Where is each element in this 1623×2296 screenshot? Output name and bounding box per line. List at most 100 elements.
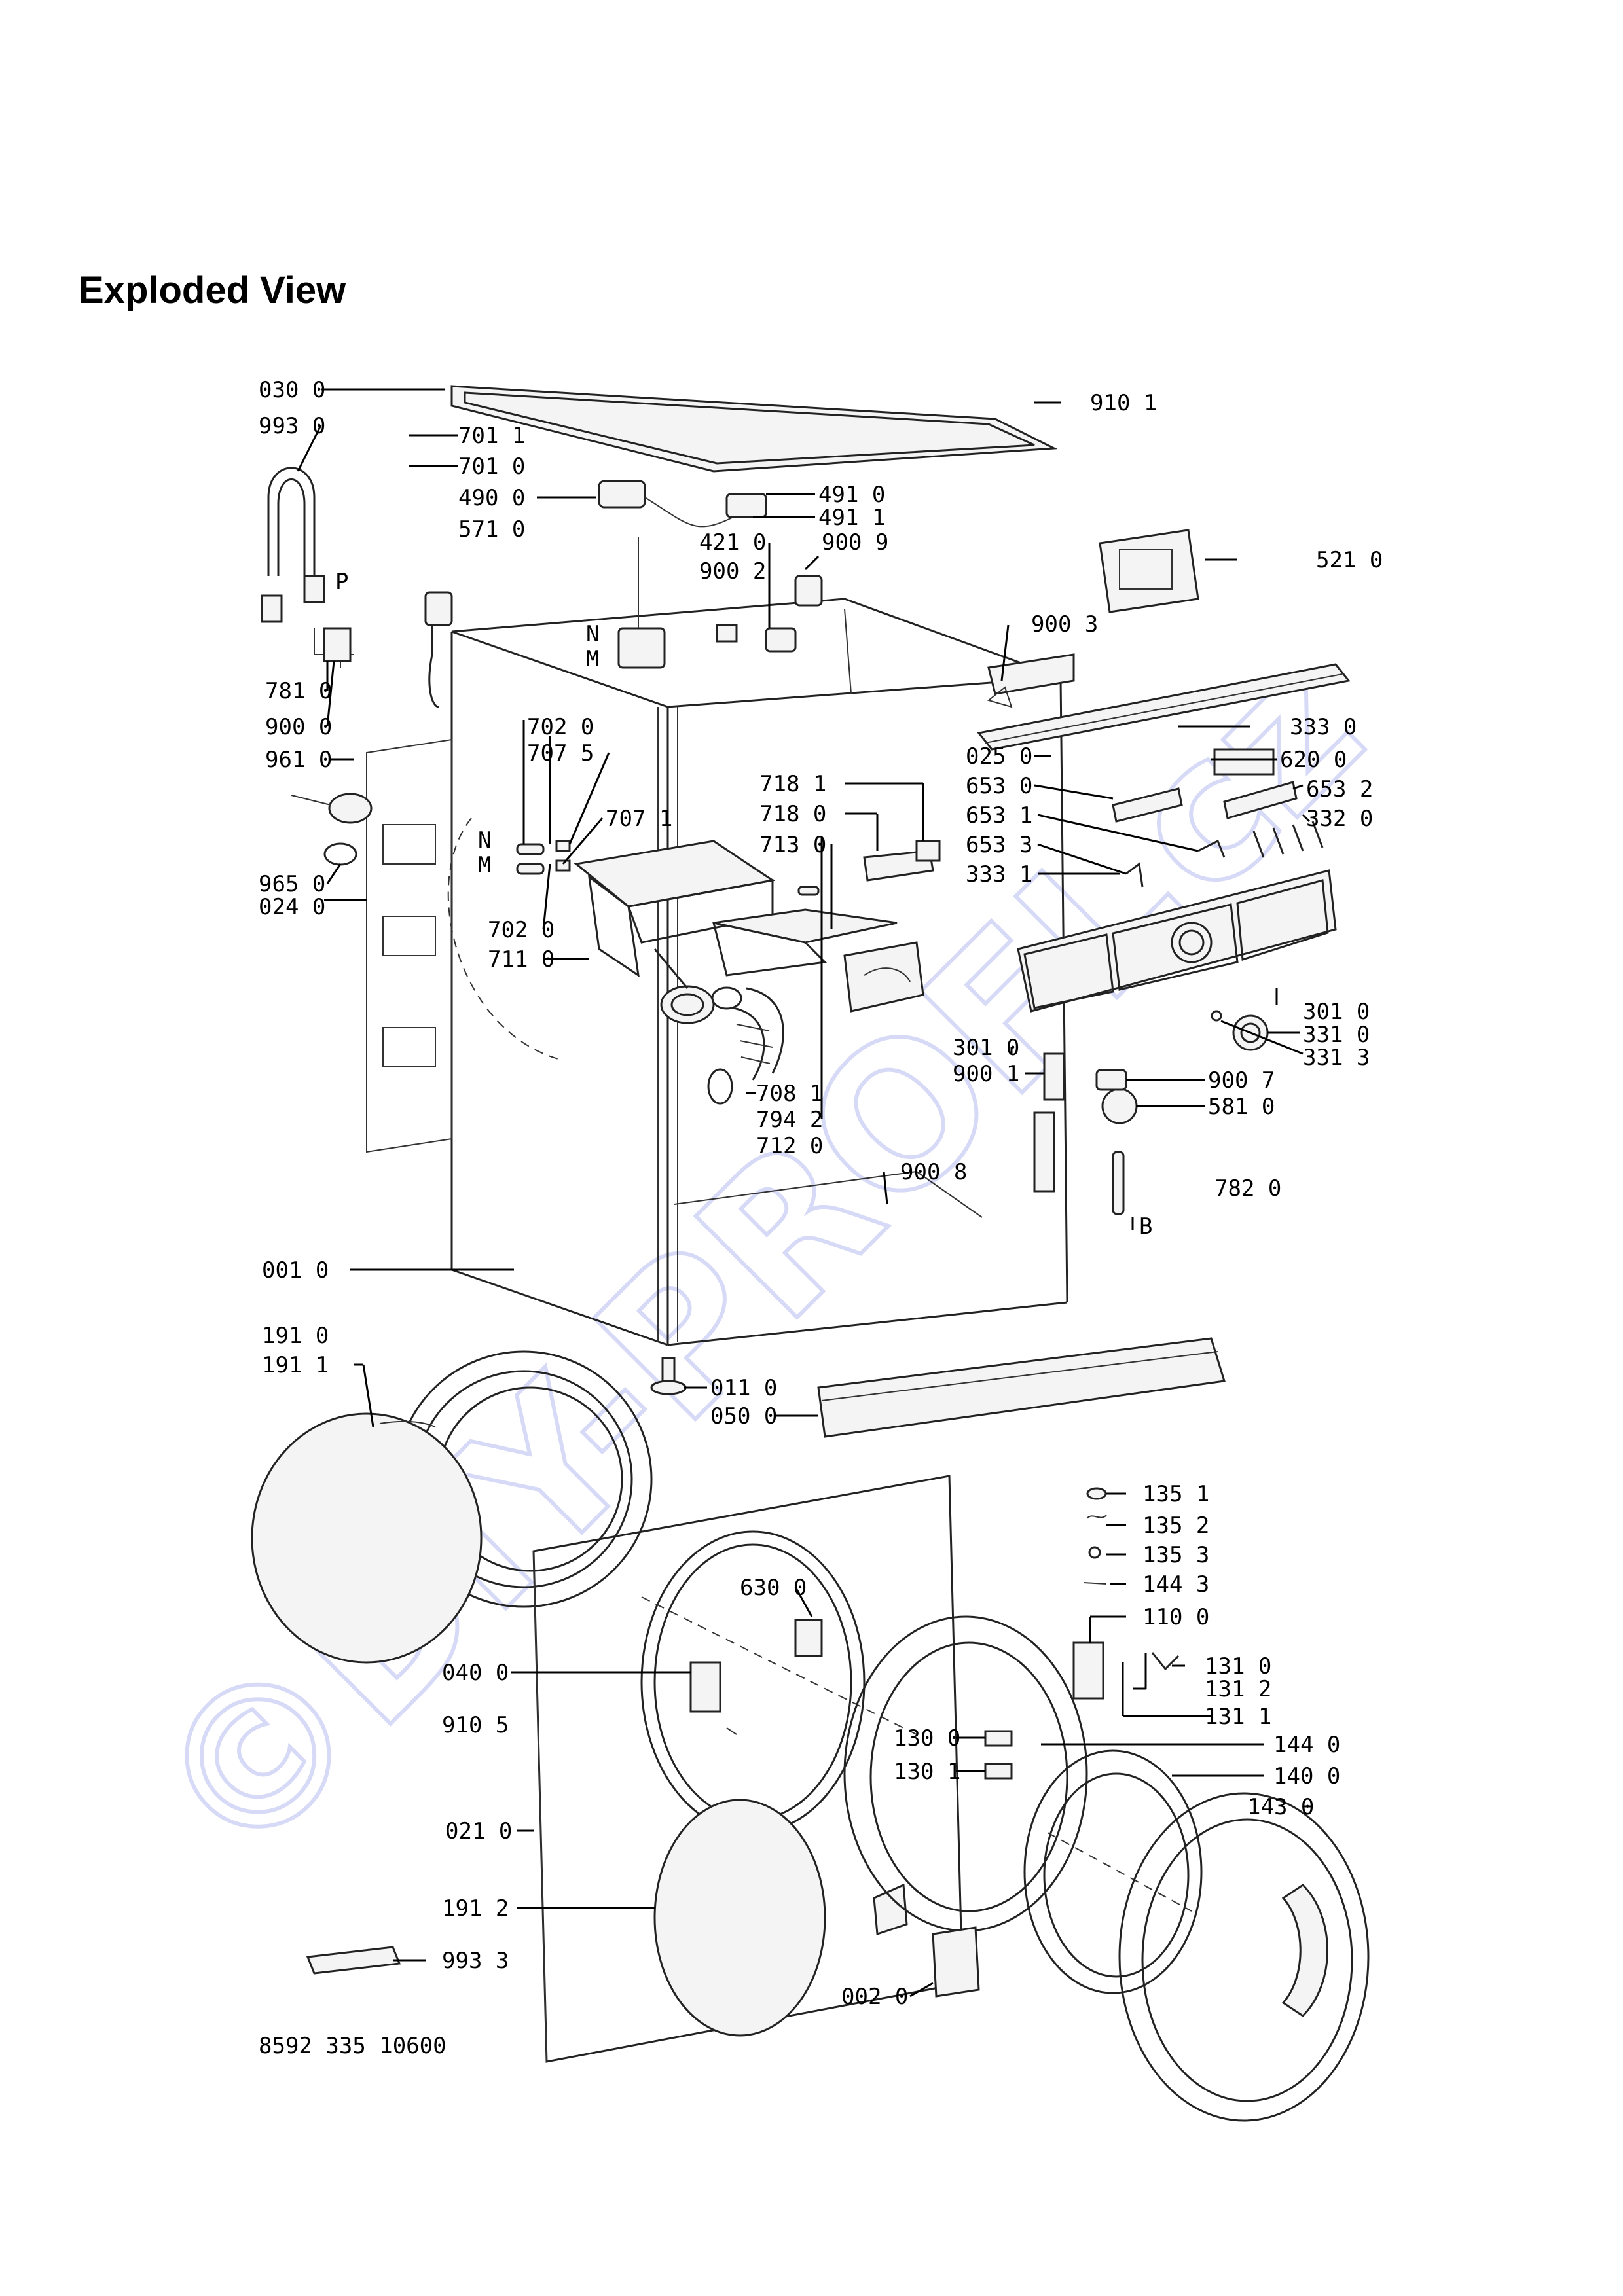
label-191-0: 191 0 [262,1323,329,1349]
label-781-0: 781 0 [265,678,332,704]
label-961-0: 961 0 [265,747,332,773]
electronics-group [1112,748,1324,888]
outer-door [1118,1792,1370,2122]
label-965-0: 965 0 [259,871,325,897]
door-handle-parts [1072,1487,1180,1700]
label-711-0: 711 0 [488,946,555,973]
label-910-1: 910 1 [1090,390,1157,416]
label-701-0: 701 0 [458,454,525,480]
pressure-switch [1095,1069,1138,1124]
label-140-0: 140 0 [1273,1763,1340,1789]
leader-lines [297,388,1313,1998]
label-900-0: 900 0 [265,714,332,740]
door-lock [794,1619,823,1657]
label-653-3: 653 3 [966,832,1032,858]
label-131-1: 131 1 [1205,1704,1271,1730]
label-718-1: 718 1 [759,771,826,797]
label-653-2: 653 2 [1306,776,1373,802]
label-331-3: 331 3 [1303,1045,1370,1071]
label-135-3: 135 3 [1142,1542,1209,1568]
label-001-0: 001 0 [262,1257,329,1283]
label-521-0: 521 0 [1316,547,1383,573]
label-331-0: 331 0 [1303,1022,1370,1048]
bellows-hose [707,986,784,1105]
label-130-1: 130 1 [894,1759,960,1785]
label-011-0: 011 0 [710,1375,777,1401]
label-491-1: 491 1 [818,505,885,531]
marker-letters: N M N M P B [335,569,1152,1240]
service-tool [306,1946,401,1975]
label-701-1: 701 1 [458,423,525,449]
label-900-1: 900 1 [953,1061,1019,1087]
label-110-0: 110 0 [1142,1604,1209,1630]
label-135-2: 135 2 [1142,1513,1209,1539]
label-491-0: 491 0 [818,482,885,508]
door-glass [1023,1749,1203,1994]
program-knob [1211,1010,1269,1051]
label-900-7: 900 7 [1208,1067,1275,1094]
drain-filter [291,793,373,866]
label-718-0: 718 0 [759,801,826,827]
drawer-handle [863,840,941,882]
small-connectors [516,840,820,896]
label-030-0: 030 0 [259,377,325,403]
label-131-0: 131 0 [1205,1653,1271,1679]
label-782-0: 782 0 [1214,1175,1281,1202]
label-025-0: 025 0 [966,744,1032,770]
label-040-0: 040 0 [442,1660,509,1686]
label-900-3: 900 3 [1031,611,1098,637]
label-144-3: 144 3 [1142,1571,1209,1598]
label-144-0: 144 0 [1273,1732,1340,1758]
label-712-0: 712 0 [756,1133,823,1159]
label-708-1: 708 1 [756,1081,823,1107]
label-301-0-left: 301 0 [953,1035,1019,1061]
label-702-0-top: 702 0 [527,714,594,740]
part-labels: 030 0 993 0 701 1 701 0 490 0 571 0 910 … [259,377,1383,2010]
label-191-1: 191 1 [262,1352,329,1378]
label-910-5: 910 5 [442,1712,509,1738]
label-050-0: 050 0 [710,1403,777,1429]
label-130-0: 130 0 [894,1725,960,1751]
pressure-hose [424,591,453,708]
label-421-0: 421 0 [699,529,766,556]
letter-m-mid: M [478,852,491,878]
label-191-2: 191 2 [442,1895,509,1922]
label-993-3: 993 3 [442,1948,509,1974]
letter-n-top: N [586,621,599,647]
plinth [817,1337,1226,1438]
label-490-0: 490 0 [458,485,525,511]
label-143-0: 143 0 [1247,1794,1314,1820]
letter-b: B [1139,1213,1152,1240]
door-bar [1112,1151,1125,1215]
front-panel [532,1475,964,2063]
label-630-0: 630 0 [740,1575,807,1601]
label-653-0: 653 0 [966,773,1032,799]
inlet-hose [261,467,354,668]
label-131-2: 131 2 [1205,1676,1271,1702]
cabinet [447,598,1068,1346]
label-332-0: 332 0 [1306,806,1373,832]
label-333-0: 333 0 [1290,714,1357,740]
label-707-5: 707 5 [527,740,594,766]
label-707-1: 707 1 [606,806,672,832]
label-024-0: 024 0 [259,894,325,920]
top-rail [977,663,1351,751]
label-333-1: 333 1 [966,861,1032,888]
label-900-9: 900 9 [822,529,888,556]
service-cover [932,1926,980,1998]
label-581-0: 581 0 [1208,1094,1275,1120]
hinge-plate [689,1661,737,1735]
page-title: Exploded View [79,269,346,312]
letter-n-mid: N [478,827,491,853]
dispenser-drawer [712,908,924,1013]
label-653-1: 653 1 [966,802,1032,829]
label-135-1: 135 1 [1142,1481,1209,1507]
label-620-0: 620 0 [1280,747,1347,773]
label-713-0: 713 0 [759,832,826,858]
control-panel [1017,869,1337,1013]
detergent-dispenser [574,840,775,1024]
document-code: 8592 335 10600 [259,2033,447,2059]
label-002-0: 002 0 [841,1984,908,2010]
support-block [987,653,1075,708]
